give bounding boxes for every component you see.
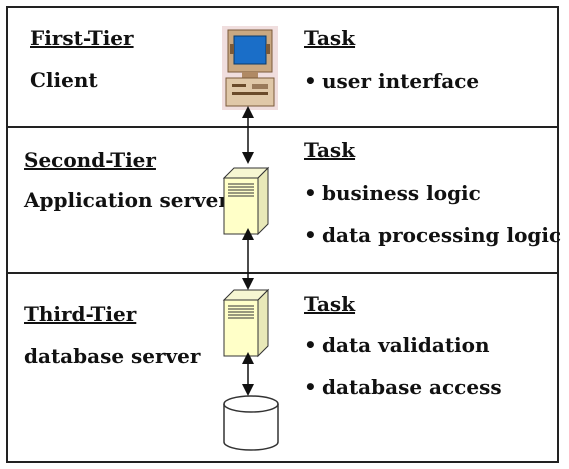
task-heading: Task bbox=[304, 26, 356, 50]
task-list: •data validation •database access bbox=[304, 332, 502, 416]
bullet-glyph: • bbox=[304, 69, 317, 93]
connector-layer bbox=[242, 106, 254, 396]
task-label: user interface bbox=[322, 69, 480, 93]
task-heading: Task bbox=[304, 292, 356, 316]
task-label: business logic bbox=[322, 181, 481, 205]
task-item: •data validation bbox=[304, 332, 502, 374]
third-tier-section: Third-Tier database server Task •data va… bbox=[8, 272, 557, 461]
task-item: •business logic bbox=[304, 180, 561, 222]
database-cylinder-icon bbox=[223, 395, 279, 451]
task-heading: Task bbox=[304, 138, 356, 162]
tier-role: Client bbox=[30, 68, 98, 92]
server-icon bbox=[222, 166, 270, 236]
task-item: •user interface bbox=[304, 68, 479, 110]
tier-title: First-Tier bbox=[30, 26, 134, 50]
task-label: data validation bbox=[322, 333, 490, 357]
second-tier-section: Second-Tier Application server Task •bus… bbox=[8, 126, 561, 274]
tier-title: Third-Tier bbox=[24, 302, 137, 326]
task-label: database access bbox=[322, 375, 502, 399]
bullet-glyph: • bbox=[304, 333, 317, 357]
server-icon bbox=[222, 288, 270, 358]
bullet-glyph: • bbox=[304, 181, 317, 205]
tier-role: database server bbox=[24, 344, 201, 368]
tier-role: Application server bbox=[24, 188, 229, 212]
three-tier-diagram: First-Tier Client Task •user interface S… bbox=[6, 6, 561, 463]
task-list: •user interface bbox=[304, 68, 479, 110]
tier-title: Second-Tier bbox=[24, 148, 156, 172]
bullet-glyph: • bbox=[304, 223, 317, 247]
task-item: •data processing logic bbox=[304, 222, 561, 264]
bullet-glyph: • bbox=[304, 375, 317, 399]
task-label: data processing logic bbox=[322, 223, 562, 247]
task-item: •database access bbox=[304, 374, 502, 416]
task-list: •business logic •data processing logic bbox=[304, 180, 561, 264]
